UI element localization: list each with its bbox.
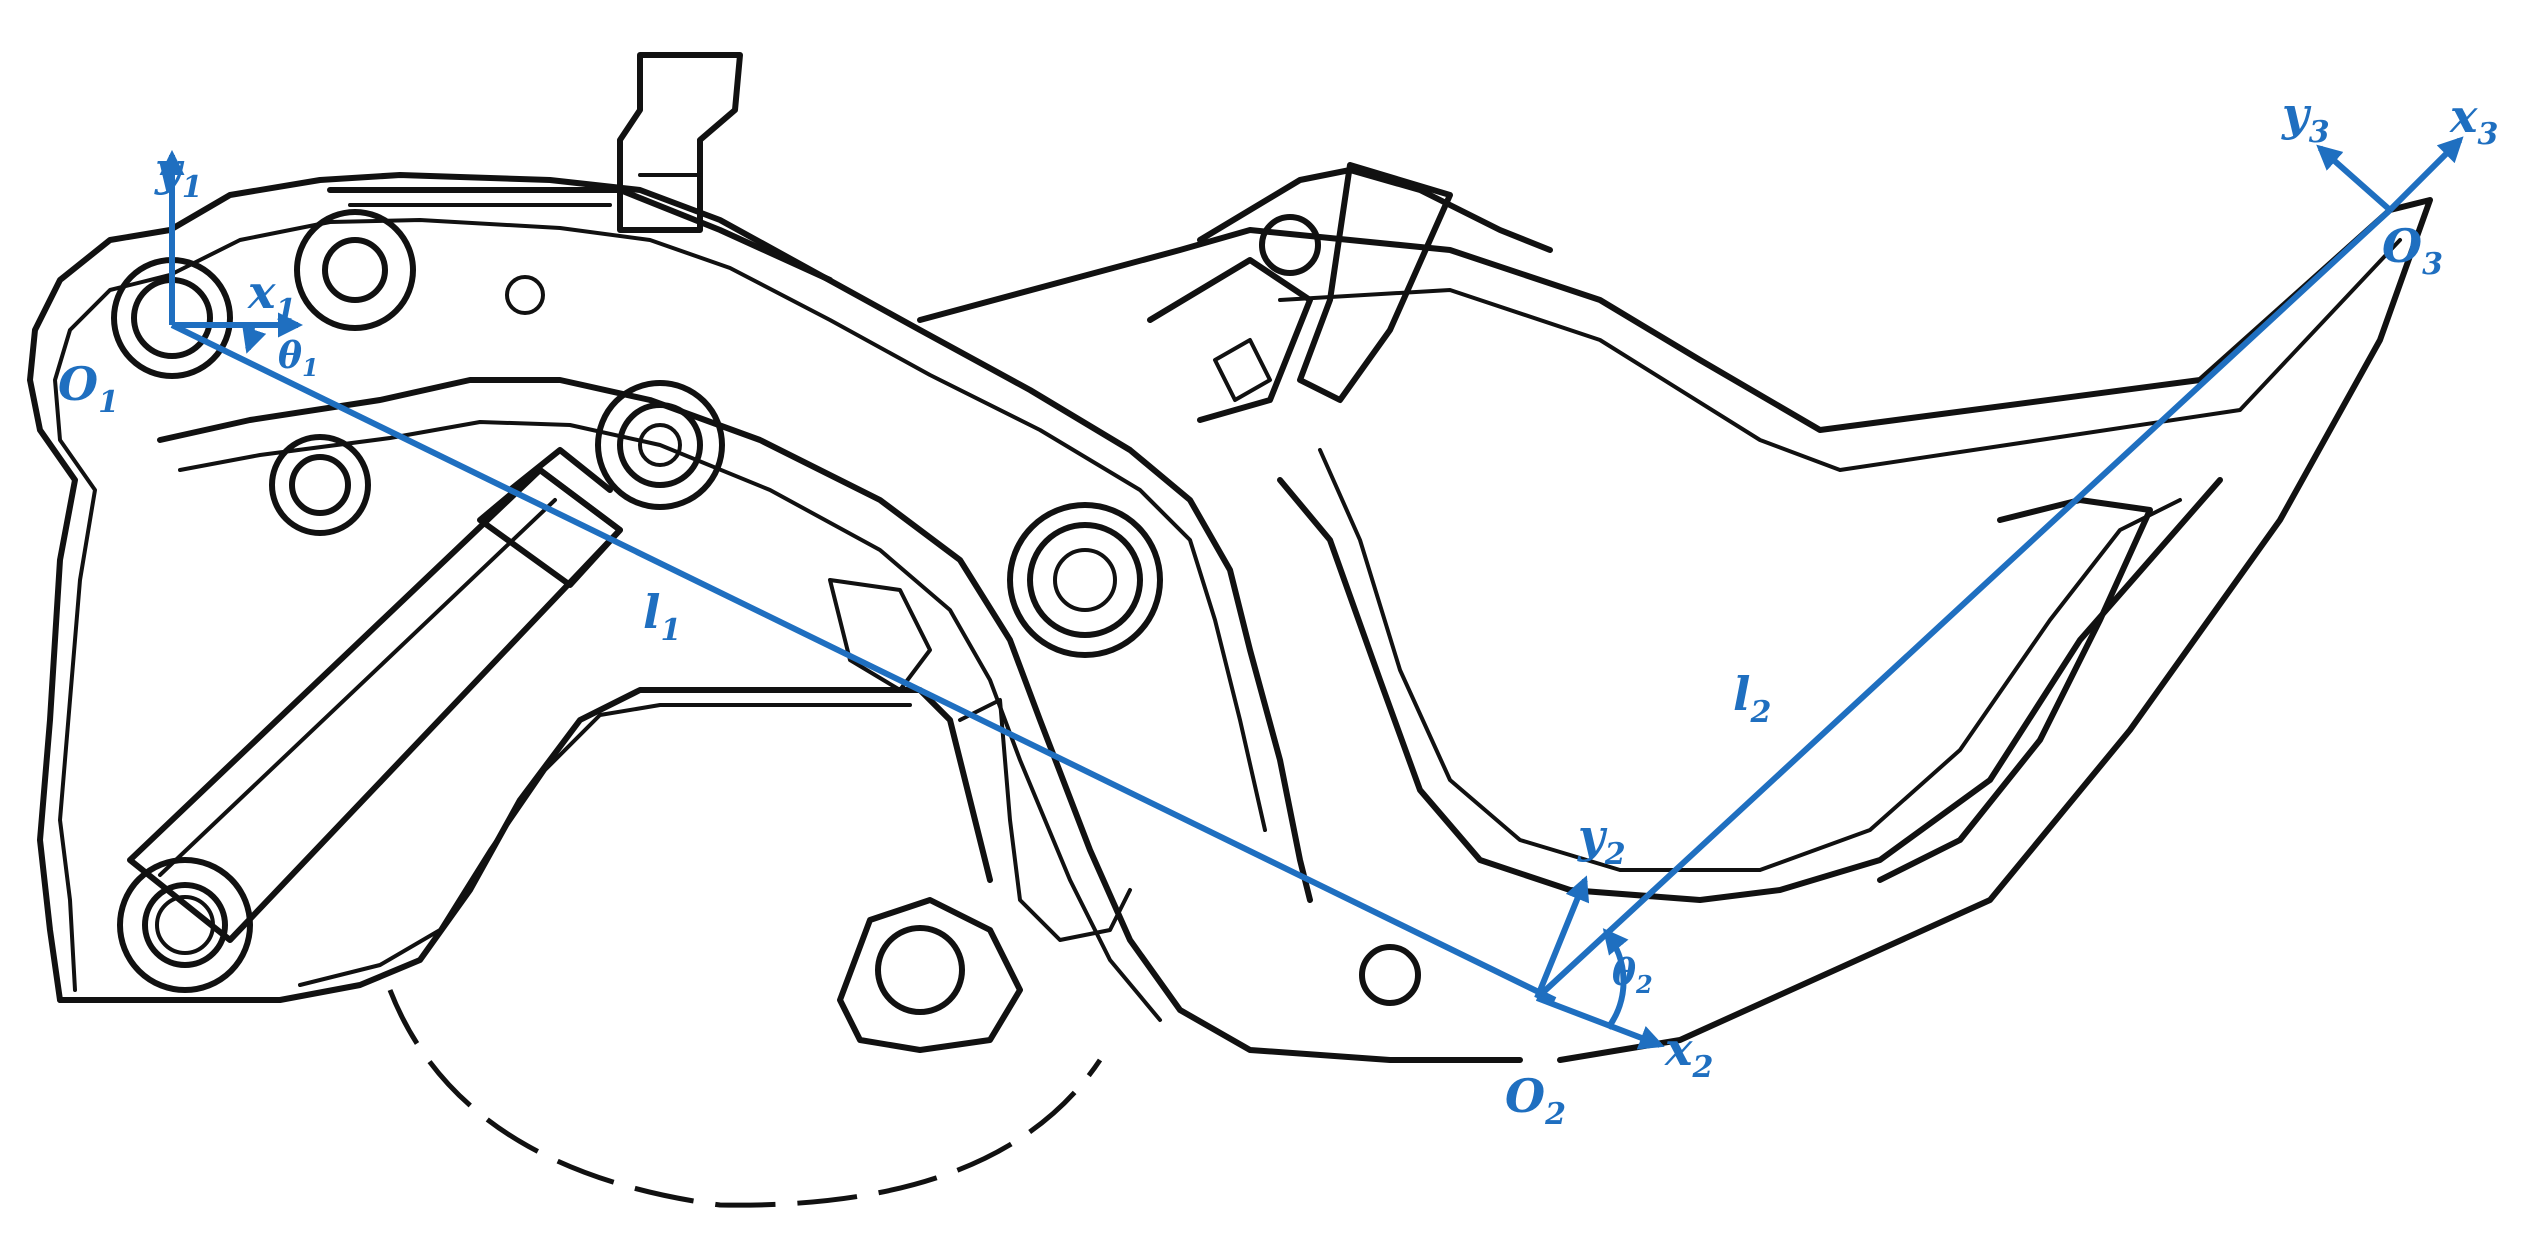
axis-x2: [1535, 995, 1665, 1050]
label-l1: l1: [643, 585, 681, 648]
label-o2: O2: [1505, 1069, 1566, 1132]
axis-y3: [2316, 144, 2392, 213]
label-l2: l2: [1733, 667, 1771, 730]
link-l1: [170, 322, 1557, 1003]
top-bracket: [617, 52, 743, 233]
mechanism-drawing: [27, 52, 2433, 1208]
angle-theta2-arc: [1602, 928, 1629, 1030]
label-theta1: θ1: [278, 335, 319, 382]
label-x3: x3: [2449, 89, 2498, 152]
label-o1: O1: [58, 357, 119, 420]
label-y1: y1: [154, 142, 203, 205]
arm-outline: [157, 377, 1523, 1063]
axis-x3: [2387, 136, 2464, 213]
label-x1: x1: [247, 265, 296, 328]
label-theta2: θ2: [1612, 952, 1653, 999]
axis-y2: [1534, 875, 1590, 1000]
wheel-arc: [387, 989, 1103, 1208]
cylinder: [127, 467, 623, 943]
label-x2: x2: [1664, 1022, 1713, 1085]
angle-theta1-arc: [242, 324, 267, 354]
frame-outline: [27, 172, 1313, 1003]
kinematic-overlay: O1 x1 y1 θ1 l1 l2 O2 x2 y2 θ2 O3 x3 y3: [58, 87, 2498, 1132]
bucket-outline: [917, 197, 2433, 1063]
label-o3: O3: [2382, 219, 2443, 282]
label-y2: y2: [1577, 809, 1626, 872]
label-y3: y3: [2281, 87, 2330, 150]
link-l2: [1534, 207, 2393, 1001]
